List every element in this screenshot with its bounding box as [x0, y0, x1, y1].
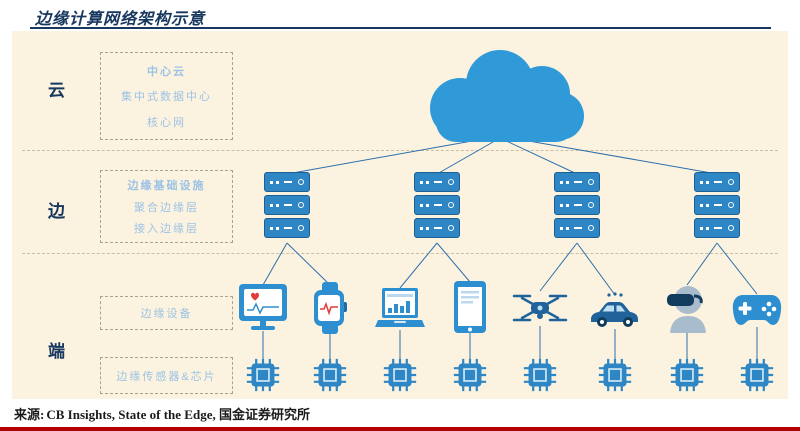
- server-stack-icon: [414, 172, 460, 241]
- figure-title: 边缘计算网络架构示意: [35, 11, 206, 28]
- cloud-layer-note: 中心云 集中式数据中心 核心网: [100, 52, 233, 140]
- layer-label-edge: 边: [48, 202, 65, 221]
- chip-icon: [383, 358, 417, 392]
- source-prefix: 来源:: [14, 407, 45, 422]
- note-line: 边缘基础设施: [127, 179, 206, 192]
- chip-icon: [740, 358, 774, 392]
- server-unit: [694, 172, 740, 192]
- server-stack-icon: [694, 172, 740, 241]
- layer-separator: [22, 253, 778, 254]
- server-stack-icon: [554, 172, 600, 241]
- cloud-icon: [430, 50, 584, 142]
- server-unit: [414, 195, 460, 215]
- note-line: 接入边缘层: [134, 223, 199, 236]
- layer-separator: [22, 150, 778, 151]
- note-line: 边缘设备: [140, 308, 193, 320]
- edge-layer-note: 边缘基础设施 聚合边缘层 接入边缘层: [100, 170, 233, 243]
- laptop-icon: [375, 288, 425, 327]
- drone-icon: [512, 294, 568, 322]
- chip-icon: [453, 358, 487, 392]
- source-line: 来源:CB Insights, State of the Edge, 国金证券研…: [14, 404, 312, 423]
- vr-headset-icon: [667, 286, 706, 333]
- footer-rule: [0, 427, 800, 431]
- server-unit: [694, 195, 740, 215]
- server-unit: [554, 218, 600, 238]
- server-unit: [694, 218, 740, 238]
- chip-icon: [598, 358, 632, 392]
- note-line: 聚合边缘层: [134, 201, 199, 214]
- title-underline: [30, 27, 771, 29]
- connected-car-icon: [591, 292, 638, 327]
- server-unit: [414, 172, 460, 192]
- note-line: 边缘传感器&芯片: [116, 370, 217, 383]
- server-unit: [264, 218, 310, 238]
- device-layer-note: 边缘设备: [100, 296, 233, 330]
- chip-icon: [670, 358, 704, 392]
- chip-icon: [246, 358, 280, 392]
- server-unit: [414, 218, 460, 238]
- server-stack-icon: [264, 172, 310, 241]
- chip-icon: [313, 358, 347, 392]
- note-line: 中心云: [147, 65, 186, 78]
- tablet-icon: [454, 281, 486, 333]
- note-line: 集中式数据中心: [121, 91, 212, 103]
- server-unit: [554, 195, 600, 215]
- smartwatch-icon: [314, 282, 347, 334]
- server-unit: [264, 195, 310, 215]
- layer-label-cloud: 云: [48, 81, 65, 100]
- medical-monitor-icon: [239, 284, 287, 330]
- chip-icon: [523, 358, 557, 392]
- server-unit: [554, 172, 600, 192]
- server-unit: [264, 172, 310, 192]
- gamepad-icon: [732, 295, 782, 325]
- chip-layer-note: 边缘传感器&芯片: [100, 357, 233, 394]
- source-text: CB Insights, State of the Edge, 国金证券研究所: [46, 407, 310, 422]
- layer-label-terminal: 端: [48, 342, 65, 361]
- note-line: 核心网: [147, 116, 186, 129]
